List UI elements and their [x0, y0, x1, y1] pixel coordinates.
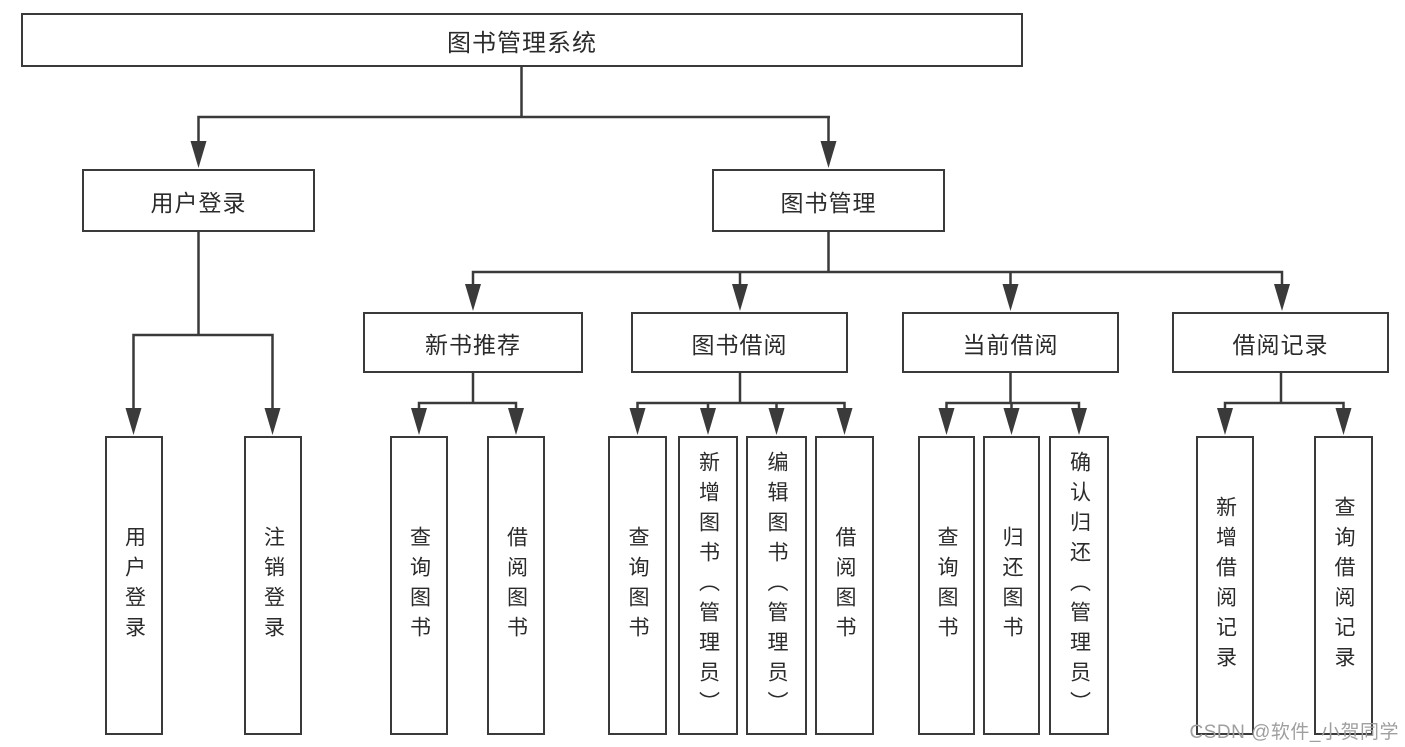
- leaf-query-books-3: 查询图书: [918, 436, 975, 735]
- watermark-text: CSDN @软件_小贺同学: [1189, 722, 1399, 743]
- node-new-book-recommend: 新书推荐: [363, 312, 583, 373]
- node-library-system-label: 图书管理系统: [447, 29, 597, 57]
- leaf-borrow-books-1-label: 借阅图书: [504, 525, 528, 646]
- leaf-logout-label: 注销登录: [261, 525, 285, 646]
- node-current-borrowing-label: 当前借阅: [962, 331, 1059, 358]
- leaf-user-login-label: 用户登录: [122, 525, 146, 646]
- leaf-return-books-label: 归还图书: [1000, 525, 1023, 646]
- node-book-borrowing: 图书借阅: [631, 312, 848, 373]
- leaf-add-borrow-record: 新增借阅记录: [1196, 436, 1254, 735]
- node-book-management-label: 图书管理: [780, 189, 877, 216]
- leaf-add-books-admin: 新增图书（管理员）: [678, 436, 738, 735]
- leaf-borrow-books-2: 借阅图书: [815, 436, 874, 735]
- leaf-logout: 注销登录: [244, 436, 302, 735]
- leaf-query-books-1-label: 查询图书: [407, 525, 431, 646]
- node-library-system: 图书管理系统: [21, 13, 1023, 67]
- leaf-borrow-books-1: 借阅图书: [487, 436, 545, 735]
- node-book-borrowing-label: 图书借阅: [691, 331, 788, 358]
- leaf-query-borrow-record: 查询借阅记录: [1314, 436, 1373, 735]
- leaf-query-books-2-label: 查询图书: [626, 525, 649, 646]
- leaf-query-books-1: 查询图书: [390, 436, 448, 735]
- leaf-user-login: 用户登录: [105, 436, 163, 735]
- leaf-borrow-books-2-label: 借阅图书: [833, 525, 856, 646]
- leaf-edit-books-admin-label: 编辑图书（管理员）: [765, 450, 788, 721]
- node-current-borrowing: 当前借阅: [902, 312, 1119, 373]
- leaf-confirm-return-admin-label: 确认归还（管理员）: [1067, 450, 1091, 721]
- node-book-management: 图书管理: [712, 169, 945, 232]
- leaf-query-books-3-label: 查询图书: [935, 525, 958, 646]
- node-user-login: 用户登录: [82, 169, 315, 232]
- leaf-confirm-return-admin: 确认归还（管理员）: [1049, 436, 1109, 735]
- node-user-login-label: 用户登录: [150, 189, 247, 216]
- leaf-query-books-2: 查询图书: [608, 436, 667, 735]
- leaf-edit-books-admin: 编辑图书（管理员）: [746, 436, 807, 735]
- node-new-book-recommend-label: 新书推荐: [425, 331, 521, 358]
- leaf-add-borrow-record-label: 新增借阅记录: [1213, 495, 1237, 676]
- node-borrowing-records: 借阅记录: [1172, 312, 1389, 373]
- node-borrowing-records-label: 借阅记录: [1232, 331, 1329, 358]
- leaf-return-books: 归还图书: [983, 436, 1040, 735]
- leaf-query-borrow-record-label: 查询借阅记录: [1332, 495, 1355, 676]
- leaf-add-books-admin-label: 新增图书（管理员）: [696, 450, 720, 721]
